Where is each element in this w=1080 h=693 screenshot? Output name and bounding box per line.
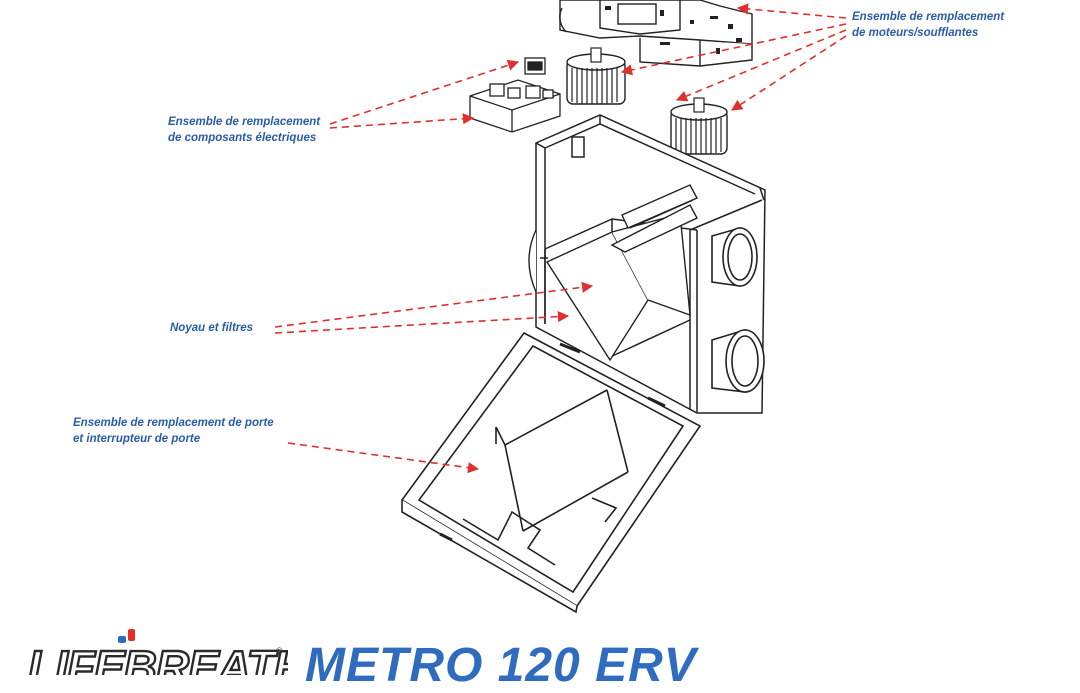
callout-electrical-line1: Ensemble de remplacement [168,116,321,128]
blower-wheel-left [566,47,626,105]
lifebreath-logo: LIFEBREATH ® [28,626,288,675]
callout-electrical-label: Ensemble de remplacement de composants é… [168,114,320,146]
duct-port-upper [711,226,758,287]
door [400,331,702,614]
callout-door-line1: Ensemble de remplacement de porte [73,417,274,429]
callout-motors-line2: de moteurs/soufflantes [852,27,979,39]
brand-registered-mark: ® [276,646,283,656]
callout-door-line2: et interrupteur de porte [73,433,201,445]
product-title: METRO 120 ERV [305,639,697,692]
callout-motors-label: Ensemble de remplacement de moteurs/souf… [852,9,1004,41]
logo-dots-icon [118,629,135,643]
callout-core-label: Noyau et filtres [170,320,253,336]
callout-door-label: Ensemble de remplacement de porte et int… [73,415,274,447]
callout-electrical-line2: de composants électriques [168,132,317,144]
motor-assembly [559,0,753,67]
callout-arrows [274,3,847,474]
exploded-diagram [274,0,847,614]
duct-port-lower [711,328,765,393]
callout-core-line1: Noyau et filtres [170,322,254,334]
brand-name: LIFEBREATH [28,640,288,675]
blower-wheel-right [670,97,728,155]
callout-motors-line1: Ensemble de remplacement [852,11,1005,23]
duct-port-left [528,229,537,293]
exchanger-core [545,184,698,362]
electrical-components [469,57,561,133]
